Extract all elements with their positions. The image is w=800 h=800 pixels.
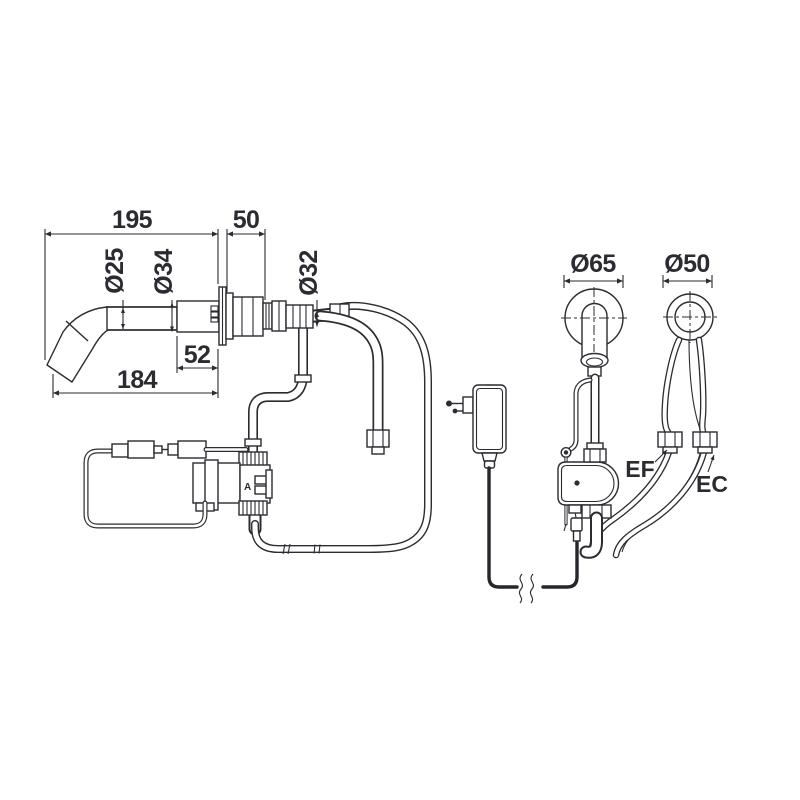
valve-bottom-nut: [238, 500, 268, 516]
adapter-body-inner: [475, 387, 504, 451]
dim-connection-diameter: Ø32: [295, 250, 323, 295]
cold-water-label: EF: [625, 456, 654, 482]
front-view: Ø65 Ø50 EF EC: [557, 250, 728, 559]
cable-connector-pair: [111, 440, 207, 459]
dimension-50: 50: [226, 206, 266, 300]
hose-fitting-cold: [657, 431, 683, 454]
mounting-nut: [232, 296, 264, 337]
box-led: [574, 480, 580, 486]
dimension-d34: Ø34: [150, 249, 178, 332]
box-bottom-fitting: [568, 504, 612, 559]
dimension-52: 52: [176, 336, 219, 398]
box-top-fitting: [583, 442, 607, 463]
spout-tube-fill: [106, 306, 178, 331]
valve-supply-pipe: [244, 324, 312, 459]
dim-body-length: 52: [184, 341, 211, 369]
dim-escutcheon-diameter: Ø65: [570, 250, 616, 278]
hot-water-label: EC: [696, 471, 728, 497]
outlet-hose-arc: [248, 301, 432, 555]
dim-sensor-ring-diameter: Ø50: [664, 250, 709, 278]
hose-nut: [366, 429, 390, 448]
valve-marking: A: [244, 482, 251, 493]
flange-collar: [225, 292, 234, 340]
spout-seam: [65, 320, 89, 342]
control-box: [557, 442, 620, 559]
centerlines: [561, 287, 717, 352]
dim-wall-thickness: 50: [233, 206, 260, 234]
spout-side-view: [46, 286, 314, 383]
side-view: A 195: [44, 206, 432, 555]
ring-hoses: [588, 336, 718, 559]
dim-spout-reach: 184: [117, 366, 158, 394]
power-plug-pins: [446, 396, 474, 414]
supply-hose-with-nut: [314, 310, 390, 455]
solenoid-valve: A: [192, 451, 273, 516]
faucet-body: [176, 300, 220, 333]
dim-spout-length: 195: [112, 206, 153, 234]
supply-labels: EF EC: [625, 449, 728, 497]
cable-break-symbol: [518, 573, 534, 604]
dimension-d32: Ø32: [295, 250, 323, 327]
dim-body-diameter: Ø34: [150, 249, 178, 295]
adapter-body: [472, 384, 507, 454]
spout-curve: [46, 306, 109, 383]
power-cable: [541, 539, 579, 589]
pipe-collar: [244, 438, 262, 447]
power-adapter: [446, 384, 583, 604]
dimension-195: 195: [44, 206, 219, 360]
rear-fittings: [262, 300, 314, 332]
power-connector: [570, 504, 583, 542]
dimension-d50: Ø50: [662, 250, 713, 288]
dimension-d65: Ø65: [563, 250, 624, 288]
sensor-cable-loop: [83, 440, 249, 529]
pipe-collar: [294, 374, 312, 383]
sensor-window: [210, 305, 219, 323]
hose-coupling-marks: [282, 543, 321, 555]
strain-relief: [481, 452, 498, 462]
dim-spout-tube-diameter: Ø25: [101, 248, 129, 294]
dimension-184: 184: [52, 366, 218, 398]
aerator: [580, 352, 609, 377]
power-cable: [487, 466, 519, 589]
hose-fitting-hot: [692, 431, 718, 454]
dimension-d25: Ø25: [101, 248, 129, 329]
